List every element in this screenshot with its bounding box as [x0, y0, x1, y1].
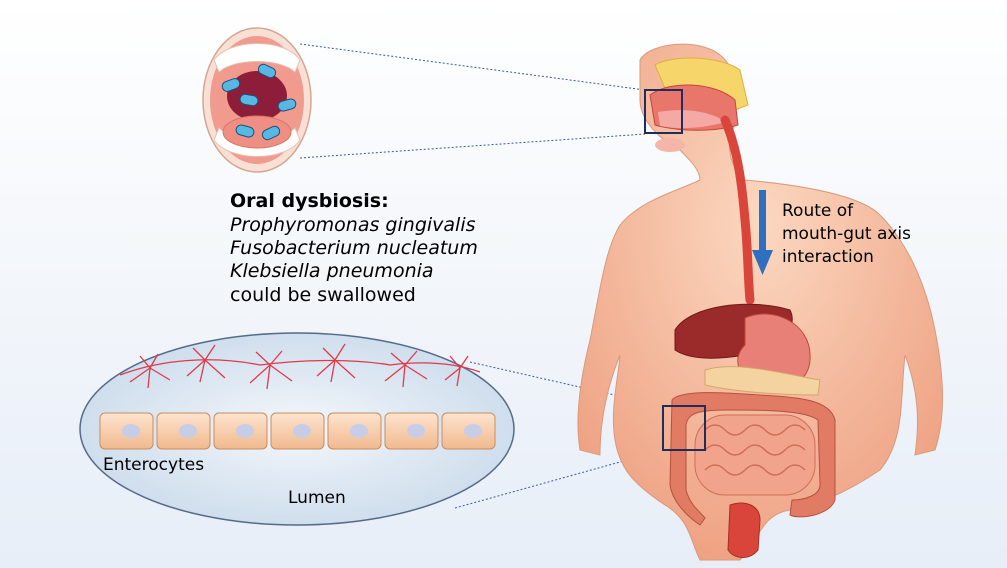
swallow-note: could be swallowed	[230, 284, 416, 306]
small-intestine	[695, 415, 815, 495]
route-label-line: Route of	[782, 200, 982, 223]
bacteria-list: Prophyromonas gingivalis Fusobacterium n…	[230, 214, 478, 283]
enterocytes-label: Enterocytes	[103, 455, 204, 475]
enterocyte-cells	[100, 413, 495, 449]
bacteria-name: Prophyromonas gingivalis	[230, 214, 478, 237]
bacteria-name: Klebsiella pneumonia	[230, 260, 478, 283]
rectum	[728, 503, 760, 557]
lumen-label: Lumen	[288, 488, 346, 508]
route-label-line: interaction	[782, 246, 982, 269]
route-label: Route of mouth-gut axis interaction	[782, 200, 982, 269]
bacteria-name: Fusobacterium nucleatum	[230, 237, 478, 260]
route-label-line: mouth-gut axis	[782, 223, 982, 246]
oral-dysbiosis-heading: Oral dysbiosis:	[230, 190, 389, 212]
mouth-inset	[203, 28, 311, 172]
